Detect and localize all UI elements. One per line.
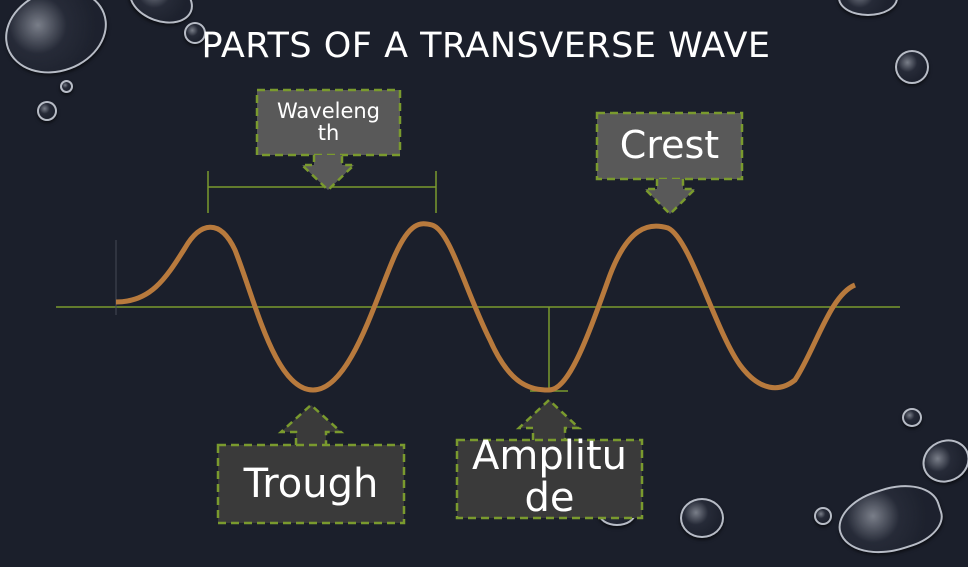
wavelength-label: Waveleng th xyxy=(257,92,400,152)
transverse-wave xyxy=(115,221,857,393)
amplitude-callout xyxy=(455,398,644,520)
trough-callout xyxy=(216,403,406,525)
water-droplet-icon xyxy=(184,22,206,44)
slide-title: PARTS OF A TRANSVERSE WAVE xyxy=(201,26,771,66)
wavelength-label-line2: th xyxy=(317,121,340,145)
crest-callout xyxy=(595,111,744,216)
wave-diagram xyxy=(56,88,900,525)
amplitude-label-line1: Amplitu xyxy=(472,433,627,479)
wavelength-callout xyxy=(255,88,402,192)
amplitude-label: Amplitu de xyxy=(457,432,642,522)
wavelength-label-line1: Waveleng xyxy=(276,98,381,123)
water-droplet-icon xyxy=(902,408,922,427)
crest-label: Crest xyxy=(619,123,720,168)
water-droplet-icon xyxy=(895,50,929,84)
water-droplet-icon xyxy=(60,80,73,93)
amplitude-label-line2: de xyxy=(524,475,575,521)
water-droplet-icon xyxy=(814,507,832,525)
water-droplet-icon xyxy=(37,101,57,121)
water-droplet-icon xyxy=(680,498,724,538)
trough-label: Trough xyxy=(243,461,379,507)
